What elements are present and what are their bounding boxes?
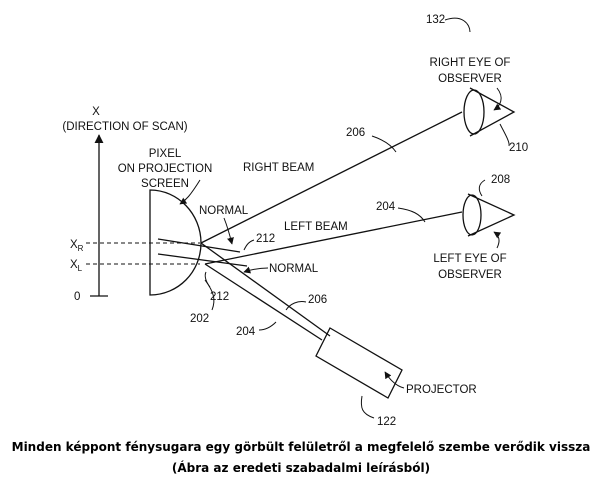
leader-208 — [478, 179, 486, 197]
leader-210 — [499, 123, 510, 147]
caption-line-2: (Ábra az eredeti szabadalmi leírásból) — [171, 461, 431, 475]
right-eye-label-2: OBSERVER — [438, 73, 502, 85]
pixel-label-1: PIXEL — [149, 148, 182, 160]
normal-label-bottom: NORMAL — [269, 263, 319, 275]
ref-204-bottom: 204 — [236, 326, 256, 338]
ref-202: 202 — [190, 313, 209, 325]
leader-202 — [204, 279, 215, 311]
leader-pixel — [179, 179, 201, 205]
normal-line-bottom — [157, 253, 248, 267]
normal-line-top — [157, 238, 241, 253]
patent-figure: 132 RIGHT EYE OF OBSERVER 210 X (DIRECTI… — [62, 14, 528, 428]
leader-204-top — [397, 207, 426, 223]
left-eye-label-2: OBSERVER — [438, 269, 502, 281]
leader-normal-top — [223, 217, 234, 245]
projector-beam-left — [204, 263, 323, 341]
left-eye — [462, 193, 516, 237]
leader-left-eye-observer — [493, 231, 502, 249]
leader-206-bottom — [285, 301, 307, 311]
leader-132 — [444, 17, 471, 33]
leader-right-eye-observer — [493, 87, 502, 111]
direction-of-scan-label: (DIRECTION OF SCAN) — [62, 121, 187, 133]
leader-projector — [384, 371, 405, 389]
normal-label-top: NORMAL — [199, 205, 249, 217]
right-beam-line — [200, 111, 463, 244]
x-axis-label: X — [92, 106, 100, 118]
left-beam-label: LEFT BEAM — [284, 221, 348, 233]
leader-206-top — [371, 135, 397, 153]
right-beam-label: RIGHT BEAM — [243, 162, 314, 174]
leader-212-bottom — [204, 271, 211, 288]
pixel-label-3: SCREEN — [141, 178, 189, 190]
ref-206-top: 206 — [346, 127, 365, 139]
caption-line-1: Minden képpont fénysugara egy görbült fe… — [11, 440, 591, 454]
xr-label: XR — [70, 239, 84, 253]
leader-normal-bottom — [243, 266, 269, 274]
pixel-label-2: ON PROJECTION — [118, 163, 213, 175]
xl-label: XL — [70, 259, 83, 273]
leader-204-bottom — [258, 321, 277, 331]
projector-box — [315, 327, 403, 399]
left-beam-line — [204, 211, 463, 265]
left-eye-label-1: LEFT EYE OF — [433, 253, 506, 265]
projector-label: PROJECTOR — [406, 384, 477, 396]
ref-132: 132 — [426, 14, 445, 26]
ref-208: 208 — [491, 174, 510, 186]
leader-122 — [360, 395, 375, 419]
right-eye — [463, 87, 516, 137]
ref-206-bottom: 206 — [308, 294, 327, 306]
ref-210: 210 — [509, 142, 528, 154]
projector-beam-right — [200, 242, 331, 337]
ref-212-bottom: 212 — [210, 291, 229, 303]
ref-122: 122 — [377, 416, 396, 428]
zero-label: 0 — [74, 291, 80, 303]
right-eye-label-1: RIGHT EYE OF — [430, 57, 511, 69]
ref-212-top: 212 — [256, 233, 275, 245]
leader-212-top — [243, 239, 255, 251]
ref-204-top: 204 — [376, 201, 396, 213]
